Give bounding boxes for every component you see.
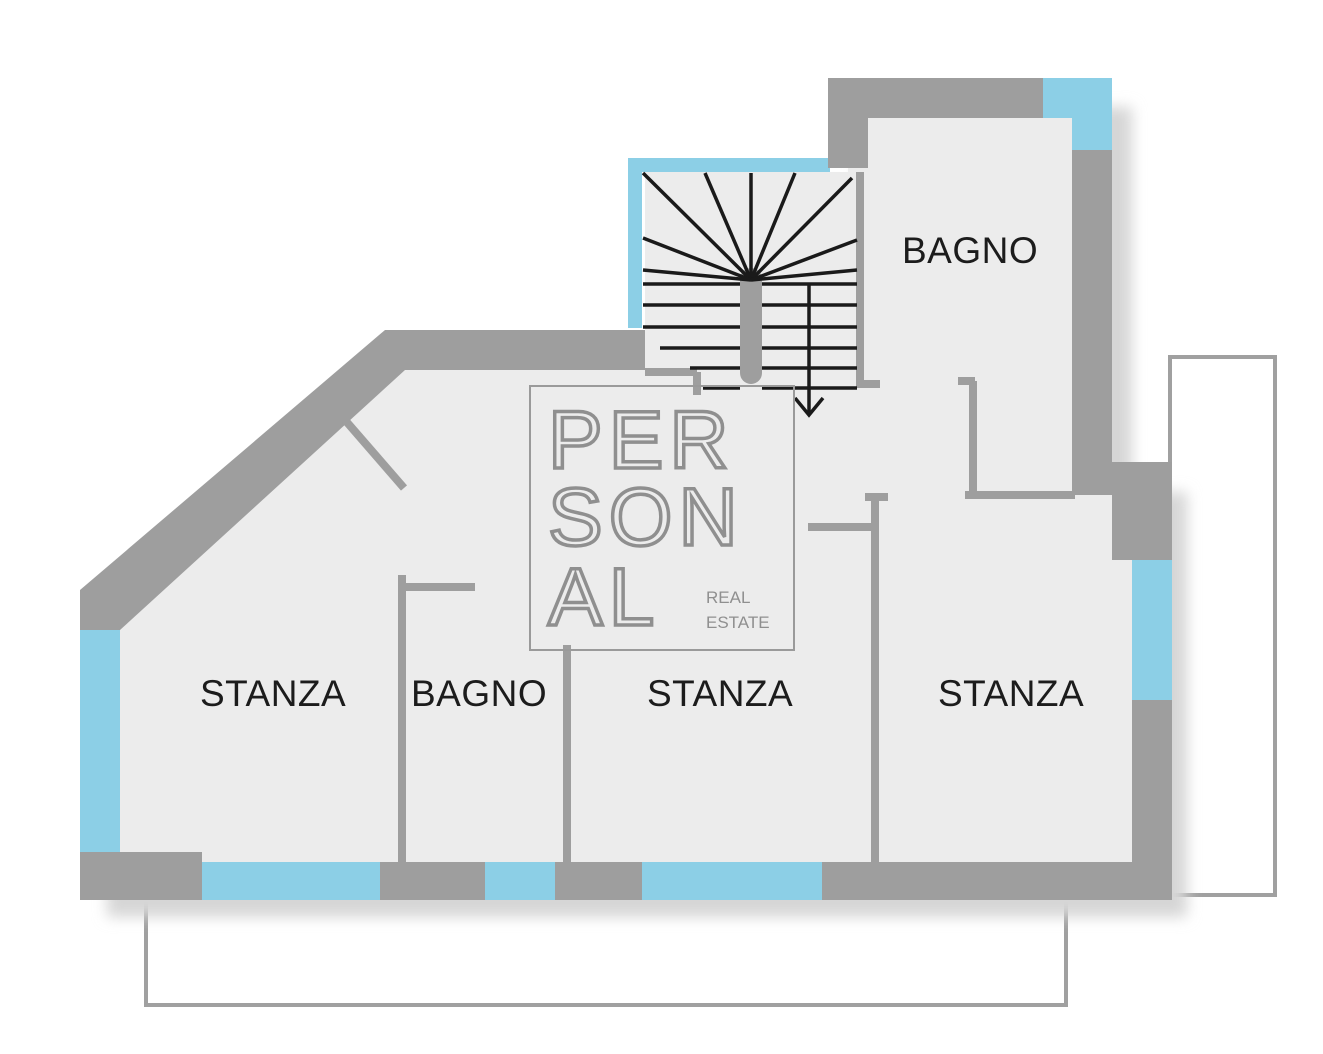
watermark-frame [529,385,795,651]
stair-radial [703,172,753,281]
watermark-sub1: REAL [706,588,750,607]
stair-radial [749,172,797,281]
window-upper-bath-corner [1040,78,1112,152]
window-stair-side [628,158,642,328]
stair-radial [750,268,858,282]
watermark-line1: PER [548,395,735,486]
wall-right-jog [1112,462,1172,560]
wall-bottom-4 [822,862,1172,900]
stair-radial [749,176,854,282]
room-label-bagno-upper: BAGNO [902,230,1038,271]
watermark-line2: SON [548,472,744,563]
window-bottom-3 [640,862,822,900]
stair-newel [740,268,762,384]
wall-upper-bath-right [1072,150,1112,495]
walls [80,78,1172,900]
partitions [341,172,1075,862]
floor-area [100,100,1160,890]
room-label-stanza-left: STANZA [200,673,346,714]
room-label-bagno-lower: BAGNO [411,673,547,714]
wall-bottom-2 [380,862,485,900]
stair-radial [641,171,753,282]
window-stair [628,158,830,172]
wall-upper-bath-left [828,78,868,168]
stair-radial [642,236,752,282]
door-leaf [341,417,408,491]
room-label-stanza-center: STANZA [647,673,793,714]
windows [80,78,1172,900]
watermark-sub2: ESTATE [706,613,770,632]
wall-left-bottom [80,852,202,900]
stair-radial [642,268,752,282]
stair-radial [750,238,858,282]
staircase [641,171,858,418]
watermark: PER SON AL REAL ESTATE [529,385,795,651]
watermark-line3: AL [548,552,660,643]
window-bottom-2 [485,862,557,900]
window-bottom-1 [200,862,382,900]
window-right [1132,560,1172,700]
room-labels: BAGNO STANZA BAGNO STANZA STANZA [200,230,1084,714]
wall-diagonal [80,330,645,630]
window-left [80,628,120,856]
room-label-stanza-right: STANZA [938,673,1084,714]
wall-bottom-3 [555,862,642,900]
stair-arrow-icon [793,396,825,418]
